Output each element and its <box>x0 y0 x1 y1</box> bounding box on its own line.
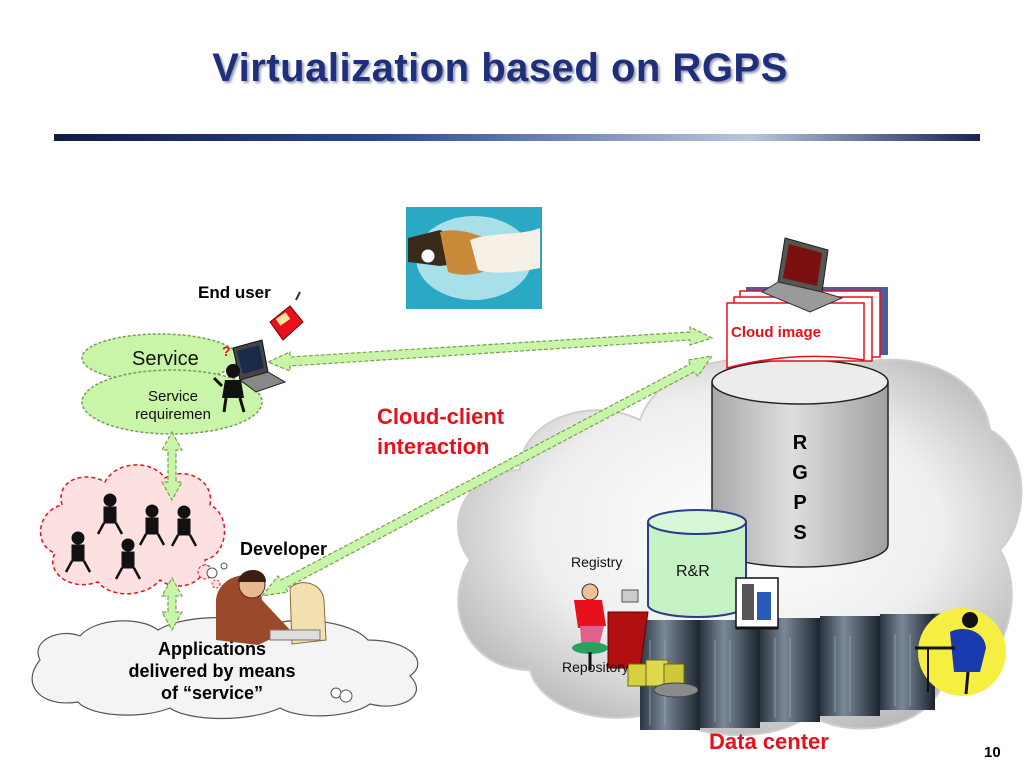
rgps-label: R G P S <box>788 428 812 548</box>
end-user-label: End user <box>198 283 271 302</box>
laptop-icon <box>760 237 844 313</box>
service-requirement-line2: requiremen <box>135 406 211 423</box>
mobile-phone-icon <box>269 291 304 341</box>
person-icon <box>212 364 246 413</box>
user-crowd-bubble <box>39 464 226 595</box>
rr-cylinder <box>647 509 747 618</box>
service-requirement-line1: Service <box>147 388 199 405</box>
cloud-client-interaction-label: Cloud-client interaction <box>377 402 504 462</box>
handshake-icon <box>406 207 542 309</box>
title-rule <box>54 134 980 141</box>
rgps-letter-r: R <box>792 432 808 454</box>
developer-icon <box>206 562 327 645</box>
rgps-cylinder <box>711 359 889 568</box>
repository-barrels-icon <box>627 659 699 698</box>
cloud-image-label: Cloud image <box>731 324 822 341</box>
crowd-person-icon <box>64 493 198 580</box>
question-mark: ? <box>222 343 231 359</box>
cloud-client-line2: interaction <box>377 434 490 459</box>
user-laptop-icon <box>232 339 287 393</box>
data-center-label: Data center <box>709 729 829 754</box>
applications-line3: of “service” <box>160 683 264 703</box>
registry-label: Registry <box>571 554 623 570</box>
developer-label: Developer <box>240 539 328 559</box>
rgps-letter-g: G <box>792 462 808 484</box>
rgps-letter-p: P <box>793 492 807 514</box>
service-label: Service <box>132 348 199 370</box>
applications-label: Applications delivered by means of “serv… <box>92 638 332 704</box>
applications-line1: Applications <box>157 639 266 659</box>
page-number: 10 <box>984 744 1001 761</box>
receptionist-icon <box>572 583 649 670</box>
rgps-letter-s: S <box>793 522 807 544</box>
file-cabinet-icon <box>735 577 779 630</box>
applications-cloud <box>31 617 419 720</box>
service-requirement-label: Service requiremen <box>118 388 228 424</box>
slide-title: Virtualization based on RGPS <box>212 46 788 90</box>
manager-icon <box>915 608 1006 696</box>
repository-label: Repository <box>562 659 629 675</box>
rr-label: R&R <box>676 563 710 580</box>
applications-line2: delivered by means <box>128 661 296 681</box>
interaction-arrows <box>160 326 714 632</box>
cloud-client-line1: Cloud-client <box>377 404 505 429</box>
